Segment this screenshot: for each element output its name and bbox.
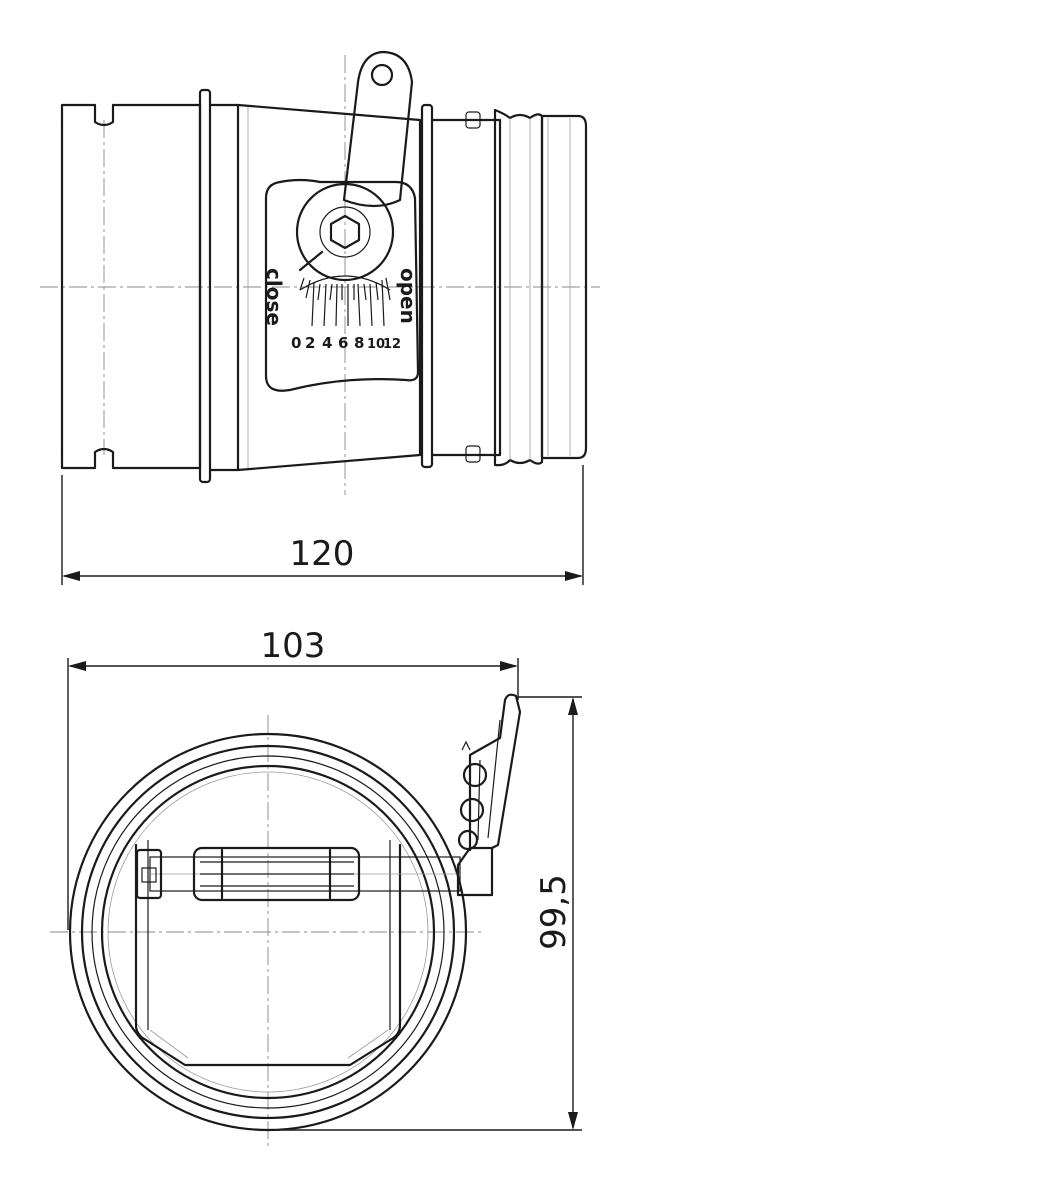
height-value: 99,5 [534,874,574,950]
end-ring [540,114,588,460]
hex-bolt-icon [329,214,361,250]
handle-bolt-icon [457,829,479,851]
latch-tab-bottom [465,445,481,463]
scale-mark: 2 [305,334,315,352]
left-collar [60,103,202,470]
right-spigot [430,108,588,467]
handle-bolt-icon [462,762,488,788]
handle-lever [342,50,414,208]
height-dimension: 99,5 [268,696,582,1131]
front-handle-assembly [456,693,522,897]
damper-blade [134,840,402,1067]
width-dimension: 103 [67,626,519,930]
scale-mark: 4 [322,334,332,352]
scale-mark: 10 [367,337,385,352]
pointer [298,250,324,272]
scale-mark: 8 [354,334,364,352]
length-value: 120 [290,534,355,574]
seal-ring [493,108,544,467]
right-clamp-ring [420,103,434,469]
shaft-clamp [192,846,361,902]
length-dimension: 120 [61,465,584,585]
label-open: open [396,268,420,324]
scale-mark: 6 [338,334,348,352]
damper-body [208,103,422,472]
left-clamp-ring [198,88,212,484]
width-value: 103 [261,626,326,666]
label-close: close [262,268,286,326]
scale-numbers: 0 2 4 6 8 10 12 [291,334,401,352]
side-view: close open 0 2 4 6 8 10 12 120 [40,50,600,585]
front-view: 103 99,5 [50,626,582,1150]
scale-mark: 0 [291,334,301,352]
indicator-plate [264,178,420,392]
scale-ticks [299,275,391,327]
handle-bolt-icon [459,797,485,823]
handle-hole-icon [370,63,394,87]
scale-mark: 12 [383,337,401,352]
blade-shaft [135,846,461,902]
latch-tab-top [465,111,481,129]
shaft-end-left [135,848,163,900]
